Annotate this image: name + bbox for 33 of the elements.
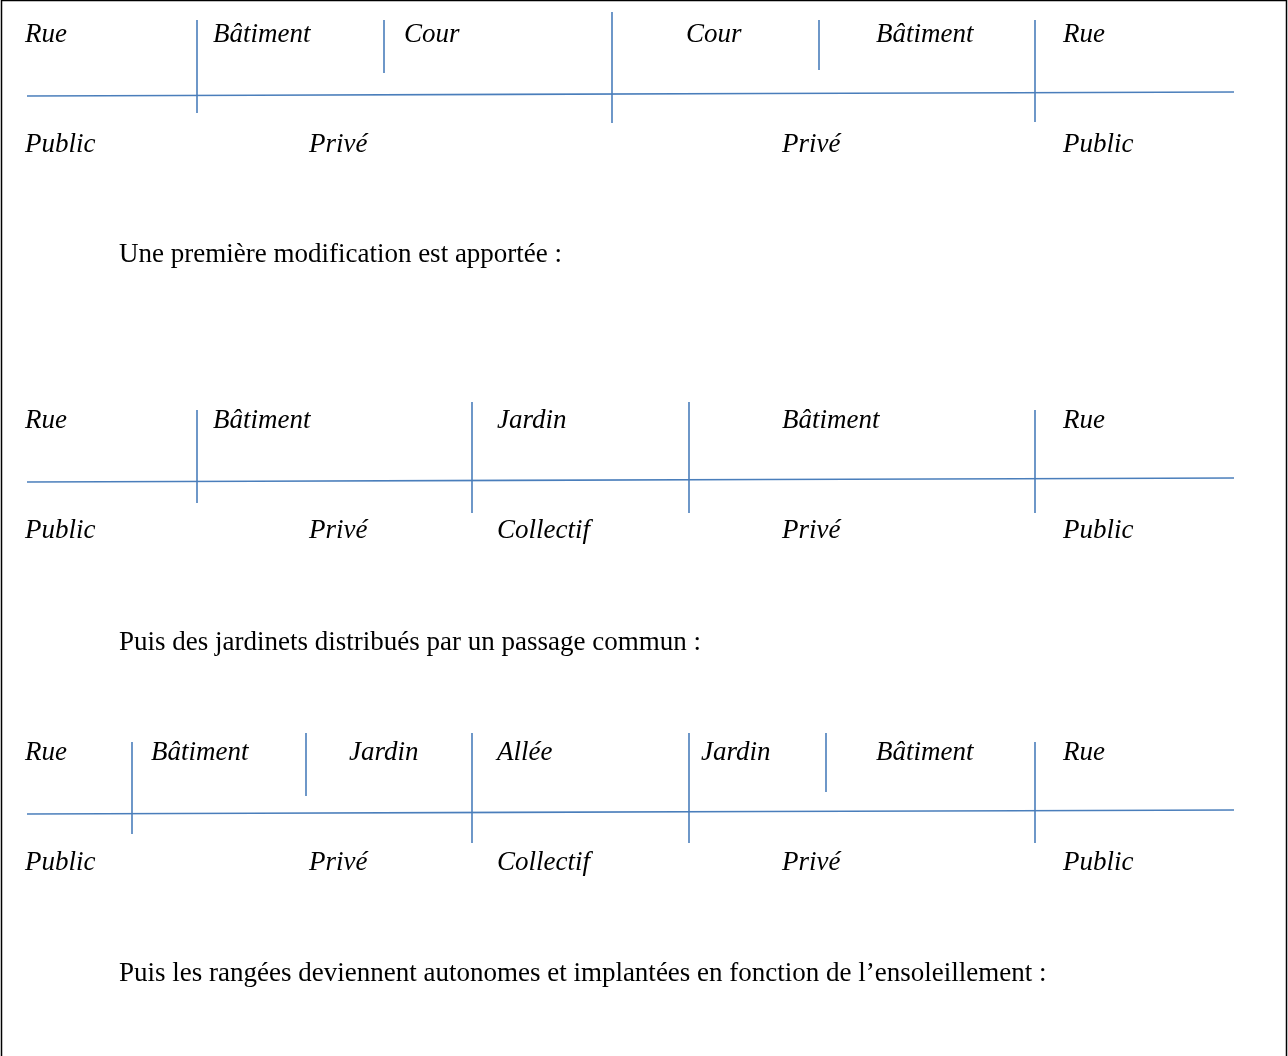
zone-label: Privé: [782, 845, 841, 877]
zone-label: Privé: [782, 127, 841, 159]
zone-label: Privé: [309, 127, 368, 159]
zone-label: Bâtiment: [782, 403, 880, 435]
zone-label: Public: [1063, 845, 1134, 877]
caption-text: Puis des jardinets distribués par un passage commun :: [119, 625, 701, 657]
zone-label: Public: [25, 513, 96, 545]
zone-label: Cour: [404, 17, 460, 49]
zone-label: Privé: [782, 513, 841, 545]
zone-label: Jardin: [701, 735, 771, 767]
zone-label: Public: [1063, 127, 1134, 159]
zone-label: Bâtiment: [213, 403, 311, 435]
zone-label: Privé: [309, 513, 368, 545]
caption-text: Une première modification est apportée :: [119, 237, 563, 269]
zone-label: Cour: [686, 17, 742, 49]
zone-label: Jardin: [349, 735, 419, 767]
zone-label: Bâtiment: [213, 17, 311, 49]
zone-label: Bâtiment: [876, 735, 974, 767]
zone-label: Rue: [25, 735, 67, 767]
zone-label: Rue: [25, 17, 67, 49]
zone-label: Bâtiment: [876, 17, 974, 49]
caption-text: Puis les rangées deviennent autonomes et implantées en fonction de l’ensoleillement :: [119, 956, 1047, 988]
zone-label: Bâtiment: [151, 735, 249, 767]
zone-label: Privé: [309, 845, 368, 877]
zone-label: Rue: [1063, 17, 1105, 49]
zone-label: Rue: [1063, 735, 1105, 767]
zone-label: Rue: [1063, 403, 1105, 435]
zone-label: Public: [1063, 513, 1134, 545]
zone-label: Jardin: [497, 403, 567, 435]
zone-label: Allée: [497, 735, 553, 767]
zone-label: Public: [25, 845, 96, 877]
zone-label: Public: [25, 127, 96, 159]
zone-label: Rue: [25, 403, 67, 435]
